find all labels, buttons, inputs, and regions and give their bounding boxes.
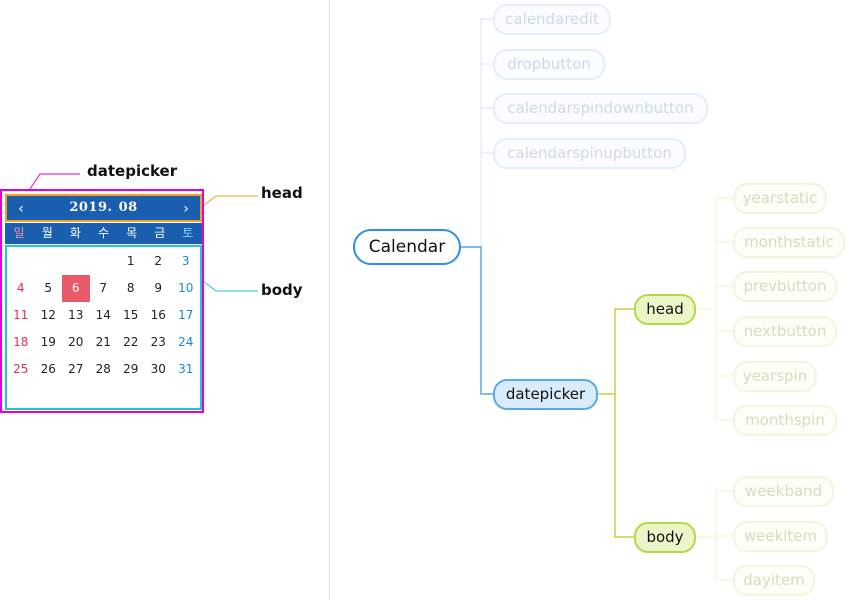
node-head: head (634, 294, 696, 325)
day-item[interactable]: 10 (178, 281, 194, 295)
day-item[interactable]: 15 (123, 308, 139, 322)
week-row: 18 19 20 21 22 23 24 (7, 329, 200, 356)
month-static: 08 (118, 200, 138, 215)
callout-head: head (261, 184, 303, 202)
datepicker-outline (0, 189, 204, 413)
node-datepicker: datepicker (493, 379, 598, 410)
day-item[interactable]: 20 (68, 335, 84, 349)
day-item[interactable]: 4 (16, 281, 25, 295)
datepicker-head: ‹ 2019. 08 › (5, 194, 202, 222)
year-static: 2019. (69, 200, 113, 215)
day-item[interactable]: 16 (150, 308, 166, 322)
weekday-label: 화 (69, 226, 81, 240)
node-calendarspindownbutton: calendarspindownbutton (493, 93, 708, 124)
callout-datepicker: datepicker (87, 162, 178, 180)
day-item[interactable]: 8 (126, 281, 135, 295)
day-item[interactable]: 26 (40, 362, 56, 376)
day-item[interactable]: 13 (68, 308, 84, 322)
chevron-left-icon: ‹ (18, 201, 24, 217)
node-yearspin: yearspin (733, 361, 817, 392)
month-title: 2019. 08 (7, 200, 200, 215)
day-item[interactable]: 9 (154, 281, 163, 295)
day-item[interactable]: 18 (13, 335, 29, 349)
week-band: 일 월 화 수 목 금 토 (5, 223, 202, 244)
weekday-label: 수 (97, 226, 110, 240)
day-item[interactable]: 14 (95, 308, 111, 322)
day-empty (62, 248, 90, 275)
day-item[interactable]: 31 (178, 362, 194, 376)
node-dayitem: dayitem (733, 565, 815, 596)
day-item[interactable]: 2 (154, 254, 163, 268)
node-calendarspinupbutton: calendarspinupbutton (493, 138, 686, 169)
weekday-label: 일 (13, 226, 25, 240)
node-dropbutton: dropbutton (493, 49, 605, 80)
weekday-label: 토 (182, 226, 194, 240)
day-item[interactable]: 23 (150, 335, 166, 349)
weekday-label: 월 (41, 226, 53, 240)
callout-body: body (261, 281, 303, 299)
day-item[interactable]: 3 (181, 254, 190, 268)
node-monthspin: monthspin (733, 405, 837, 436)
day-item[interactable]: 24 (178, 335, 194, 349)
node-calendaredit: calendaredit (493, 4, 611, 35)
node-yearstatic: yearstatic (733, 183, 827, 214)
day-item[interactable]: 1 (126, 254, 135, 268)
day-item[interactable]: 11 (13, 308, 29, 322)
day-item[interactable]: 19 (40, 335, 56, 349)
weekday-label: 금 (154, 226, 166, 240)
chevron-right-icon: › (183, 201, 189, 217)
day-item[interactable]: 28 (95, 362, 111, 376)
prev-month-button[interactable]: ‹ (9, 198, 33, 220)
day-item[interactable]: 27 (68, 362, 84, 376)
node-calendar: Calendar (353, 229, 461, 265)
weekday-label: 목 (126, 226, 138, 240)
day-item[interactable]: 5 (44, 281, 53, 295)
node-monthstatic: monthstatic (733, 227, 845, 258)
day-item[interactable]: 25 (13, 362, 29, 376)
week-row: 1 2 3 (7, 248, 200, 275)
node-weekitem: weekitem (733, 521, 828, 552)
week-row: 25 26 27 28 29 30 31 (7, 356, 200, 383)
day-item[interactable]: 21 (95, 335, 111, 349)
day-item[interactable]: 22 (123, 335, 139, 349)
next-month-button[interactable]: › (174, 198, 198, 220)
day-empty (90, 248, 118, 275)
node-prevbutton: prevbutton (733, 271, 837, 302)
node-body: body (634, 522, 696, 553)
day-empty (7, 248, 35, 275)
panel-divider (329, 0, 330, 600)
day-item[interactable]: 29 (123, 362, 139, 376)
day-item[interactable]: 7 (99, 281, 108, 295)
day-item[interactable]: 30 (150, 362, 166, 376)
day-item[interactable]: 12 (40, 308, 56, 322)
day-item[interactable]: 17 (178, 308, 194, 322)
day-empty (35, 248, 63, 275)
week-row: 11 12 13 14 15 16 17 (7, 302, 200, 329)
node-nextbutton: nextbutton (733, 316, 837, 347)
node-weekband: weekband (733, 476, 834, 507)
day-item[interactable]: 6 (62, 275, 90, 302)
